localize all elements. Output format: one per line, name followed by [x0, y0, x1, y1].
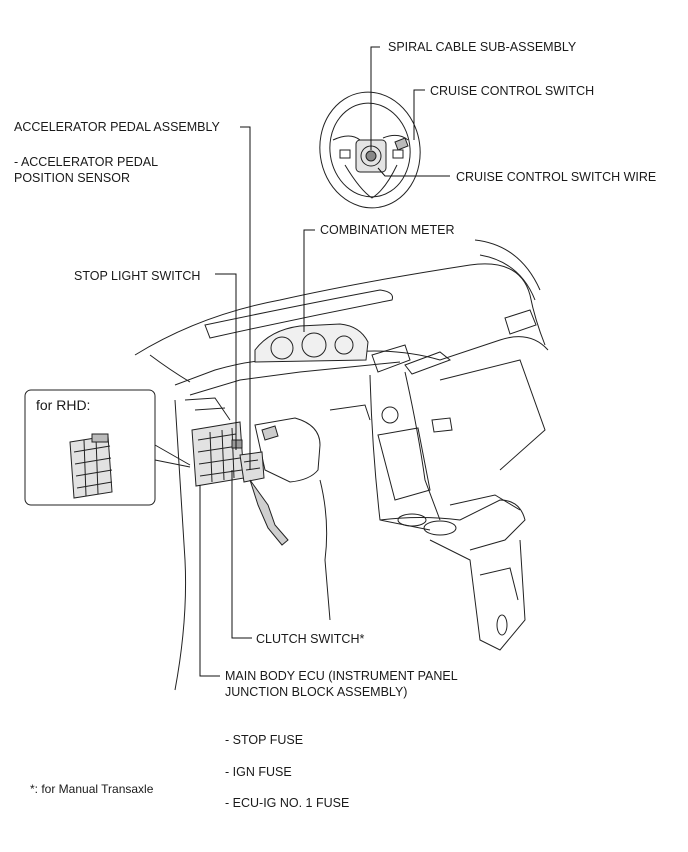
label-stop-light-switch: STOP LIGHT SWITCH: [74, 269, 201, 283]
label-clutch-switch: CLUTCH SWITCH*: [256, 632, 365, 646]
label-ign-fuse: - IGN FUSE: [225, 765, 292, 779]
inset-rhd: [24, 389, 191, 506]
label-accel-sensor-2: POSITION SENSOR: [14, 171, 130, 185]
steering-wheel: [319, 91, 421, 209]
footnote: *: for Manual Transaxle: [30, 782, 154, 796]
label-combination-meter: COMBINATION METER: [320, 223, 455, 237]
inset-title: for RHD:: [36, 397, 91, 413]
label-cruise-wire: CRUISE CONTROL SWITCH WIRE: [456, 170, 657, 184]
label-accel-assembly: ACCELERATOR PEDAL ASSEMBLY: [14, 120, 220, 134]
inset-junction-block: [69, 433, 113, 499]
combination-meter-part: [254, 323, 369, 363]
label-cruise-switch: CRUISE CONTROL SWITCH: [430, 84, 595, 98]
label-ecu-ig-fuse: - ECU-IG NO. 1 FUSE: [225, 796, 350, 810]
label-main-body-ecu-1: MAIN BODY ECU (INSTRUMENT PANEL: [225, 669, 458, 683]
pedal-assembly: [239, 451, 289, 546]
label-main-body-ecu-2: JUNCTION BLOCK ASSEMBLY): [225, 685, 408, 699]
label-accel-sensor-1: - ACCELERATOR PEDAL: [14, 155, 159, 169]
label-stop-fuse: - STOP FUSE: [225, 733, 304, 747]
dashboard: [134, 239, 549, 691]
label-spiral-cable: SPIRAL CABLE SUB-ASSEMBLY: [388, 40, 577, 54]
leader-lines: [199, 46, 450, 677]
